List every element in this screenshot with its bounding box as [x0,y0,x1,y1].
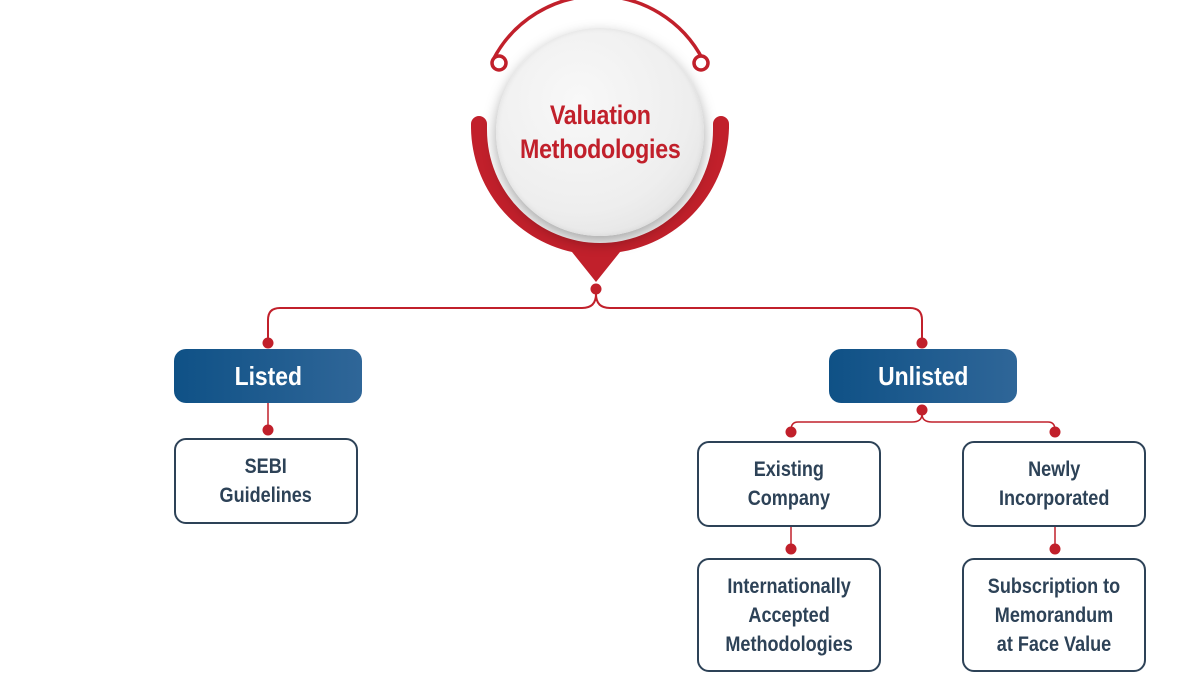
node-label: Existing Company [747,458,831,510]
arc-end-left [490,54,508,72]
category-unlisted: Unlisted [829,349,1017,403]
arc-end-right [692,54,710,72]
node-label: SEBI Guidelines [219,455,313,507]
category-label: Unlisted [877,360,969,391]
top-arc [491,0,705,61]
node-label: Subscription to Memorandum at Face Value [987,574,1121,656]
node-sebi-guidelines: SEBI Guidelines [174,438,358,524]
hub-cradle [471,116,729,282]
root-title: Valuation Methodologies [519,100,681,164]
node-label: Newly Incorporated [998,458,1110,510]
node-existing-company: Existing Company [697,441,881,527]
category-label: Listed [234,360,302,391]
node-newly-incorporated: Newly Incorporated [962,441,1146,527]
node-subscription-face-value: Subscription to Memorandum at Face Value [962,558,1146,672]
node-internationally-accepted: Internationally Accepted Methodologies [697,558,881,672]
node-label: Internationally Accepted Methodologies [725,574,853,656]
category-listed: Listed [174,349,362,403]
root-node: Valuation Methodologies [496,28,704,236]
